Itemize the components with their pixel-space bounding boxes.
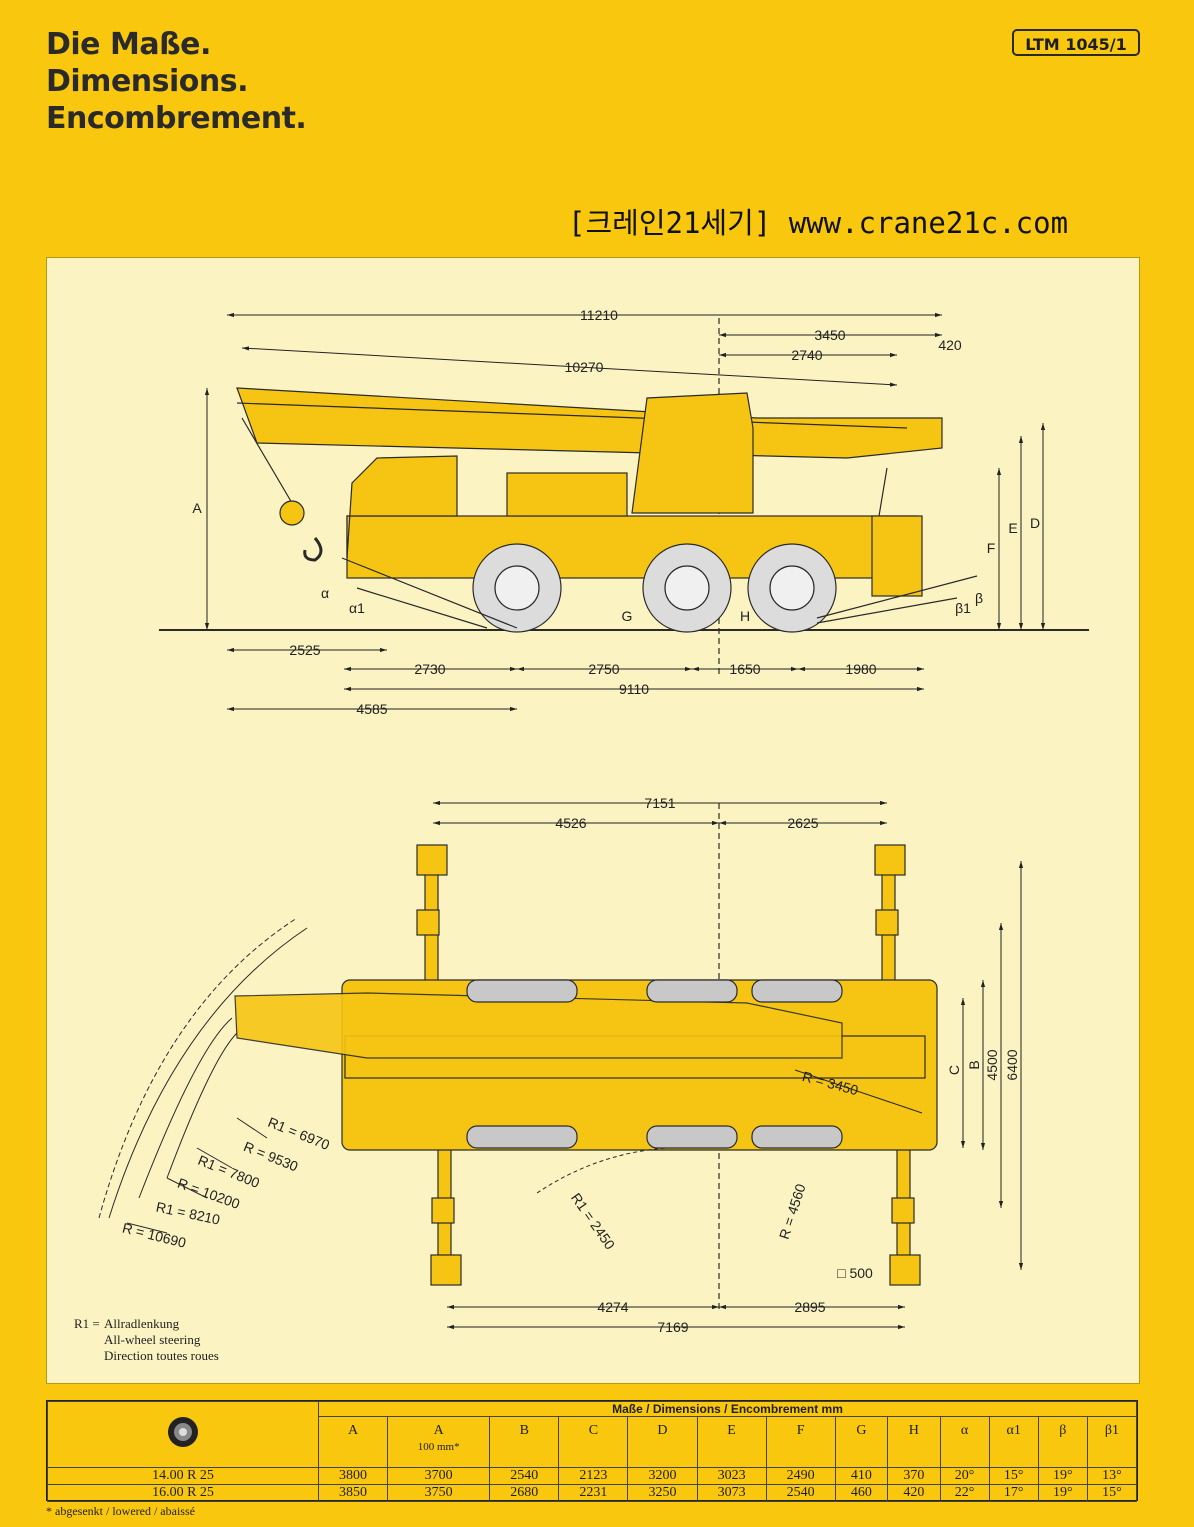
dim-6400: 6400: [1004, 1049, 1020, 1080]
col-alpha: α: [939, 1416, 990, 1468]
title-line-de: Die Maße.: [46, 27, 211, 62]
top-view: [98, 803, 938, 1313]
dim-7169: 7169: [657, 1319, 688, 1335]
drawing-panel: 11210 10270 3450 2740 420 2525 2730 2750…: [46, 257, 1140, 1384]
outrigger-pad: [416, 844, 448, 876]
col-B: B: [489, 1416, 560, 1468]
dim-2895: 2895: [794, 1299, 825, 1315]
radius-r-4560: R = 4560: [776, 1182, 809, 1242]
side-dimension-lines: [204, 312, 1046, 712]
dim-7151: 7151: [644, 795, 675, 811]
label-A: A: [192, 500, 202, 516]
tire-icon-cell: [47, 1401, 319, 1468]
dim-1980: 1980: [845, 661, 876, 677]
dim-9110: 9110: [619, 681, 649, 697]
footnote: * abgesenkt / lowered / abaissé: [46, 1504, 195, 1518]
tire-icon: [168, 1417, 198, 1447]
radius-r-10690: R = 10690: [121, 1220, 188, 1251]
model-badge: LTM 1045/1: [1012, 29, 1140, 56]
dim-2625: 2625: [787, 815, 818, 831]
col-A: A: [317, 1416, 389, 1468]
title-line-en: Dimensions.: [46, 64, 249, 99]
hook-block: [279, 500, 305, 526]
dim-2525: 2525: [289, 642, 320, 658]
steering-legend: R1 = Allradlenkung All-wheel steering Dir…: [74, 1316, 219, 1364]
dim-11210: 11210: [580, 307, 618, 323]
dim-10270: 10270: [565, 359, 604, 375]
dim-2730: 2730: [414, 661, 445, 677]
label-G: G: [622, 608, 633, 624]
dim-4274: 4274: [597, 1299, 628, 1315]
dim-2750: 2750: [588, 661, 619, 677]
legend-key: R1 =: [74, 1316, 100, 1331]
dim-4526: 4526: [555, 815, 586, 831]
label-D: D: [1030, 515, 1040, 531]
watermark: [크레인21세기] www.crane21c.com: [568, 206, 1069, 240]
label-B: B: [966, 1060, 982, 1069]
tire-size: 16.00 R 25: [47, 1484, 319, 1502]
radius-r1-2450: R1 = 2450: [568, 1190, 619, 1253]
side-dimension-texts: 11210 10270 3450 2740 420 2525 2730 2750…: [192, 307, 1040, 717]
dim-4500: 4500: [984, 1049, 1000, 1080]
label-F: F: [987, 540, 996, 556]
boom-top: [234, 992, 843, 1059]
dim-2740: 2740: [791, 347, 822, 363]
legend-line-fr: Direction toutes roues: [104, 1348, 219, 1363]
col-G: G: [834, 1416, 889, 1468]
dim-4585: 4585: [356, 701, 387, 717]
col-A-note: 100 mm*: [417, 1441, 460, 1453]
label-beta: β: [975, 590, 983, 606]
operator-cab: [631, 392, 754, 514]
col-beta: β: [1037, 1416, 1088, 1468]
label-E: E: [1008, 520, 1017, 536]
col-C: C: [558, 1416, 629, 1468]
label-C: C: [946, 1065, 962, 1075]
tire-size: 14.00 R 25: [47, 1467, 319, 1485]
legend-line-de: Allradlenkung: [104, 1316, 180, 1331]
outrigger-pad: [874, 844, 906, 876]
radius-r1-8210: R1 = 8210: [155, 1199, 222, 1228]
col-beta1: β1: [1086, 1416, 1138, 1468]
col-F: F: [765, 1416, 836, 1468]
page-title: Die Maße. Dimensions. Encombrement.: [46, 26, 307, 137]
col-D: D: [627, 1416, 698, 1468]
dim-1650: 1650: [729, 661, 760, 677]
label-alpha1: α1: [349, 600, 365, 616]
crane-boom: [236, 387, 943, 459]
label-H: H: [740, 608, 750, 624]
dim-420: 420: [938, 337, 962, 353]
outrigger-pad: [889, 1254, 921, 1286]
radius-r-9530: R = 9530: [241, 1138, 300, 1174]
title-line-fr: Encombrement.: [46, 101, 307, 136]
col-H: H: [887, 1416, 941, 1468]
dimension-drawing: 11210 10270 3450 2740 420 2525 2730 2750…: [98, 307, 1089, 1335]
radius-r1-6970: R1 = 6970: [266, 1114, 332, 1153]
pad-size: □ 500: [837, 1265, 873, 1281]
dim-3450: 3450: [814, 327, 845, 343]
legend-line-en: All-wheel steering: [104, 1332, 201, 1347]
side-view: [159, 318, 1089, 678]
outrigger-pad: [430, 1254, 462, 1286]
table-caption: Maße / Dimensions / Encombrement mm: [318, 1401, 1137, 1417]
top-dimension-lines: [433, 800, 1024, 1330]
label-beta1: β1: [955, 600, 971, 616]
label-alpha: α: [321, 585, 329, 601]
col-E: E: [696, 1416, 767, 1468]
col-alpha1: α1: [988, 1416, 1039, 1468]
driver-cab: [346, 455, 458, 559]
